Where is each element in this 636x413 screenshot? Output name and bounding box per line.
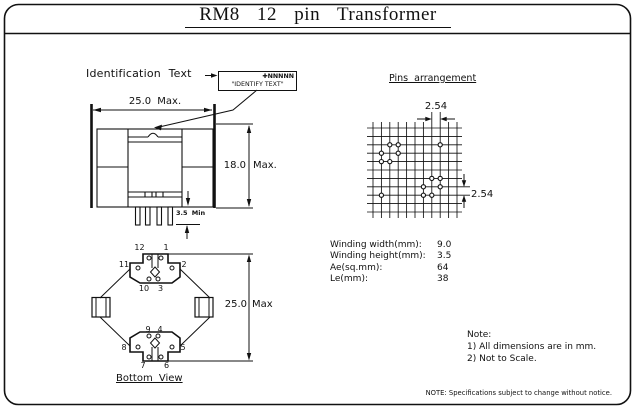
front-height-dimension-unit: Max. (253, 160, 277, 171)
spec-value: 9.0 (437, 240, 452, 250)
note-heading: Note: (467, 330, 492, 340)
pin-length-dimension: 3.5 Min (176, 209, 206, 217)
spec-label: Ae(sq.mm): (330, 262, 383, 273)
pin-grid-arrowheads (425, 116, 467, 202)
pin-number-4: 4 (157, 325, 163, 334)
identification-box: ✚NNNNN "IDENTIFY TEXT" (218, 71, 297, 91)
pin-grid-dots (378, 142, 443, 198)
page-title: RM8 12 pin Transformer (185, 4, 451, 28)
pin-number-9: 9 (145, 325, 151, 334)
identification-arrowhead (211, 73, 218, 78)
winding-specifications: Winding width(mm): 9.0 Winding height(mm… (330, 240, 470, 285)
bottom-view-label: Bottom View (116, 373, 183, 384)
spec-value: 3.5 (437, 251, 452, 262)
front-view-dimensions (93, 109, 253, 239)
spec-row: Ae(sq.mm): 64 (330, 263, 470, 274)
title-bar: RM8 12 pin Transformer (0, 4, 636, 28)
bottom-view-arrowheads (246, 254, 252, 361)
identification-box-logo-line: ✚NNNNN (262, 73, 294, 80)
pin-number-5: 5 (180, 343, 186, 352)
bottom-view-keyholes (149, 266, 161, 349)
vertical-pitch-dimension: 2.54 (471, 189, 494, 200)
front-width-dimension: 25.0 Max. (128, 96, 182, 107)
pin-number-2: 2 (181, 260, 187, 269)
identification-label: Identification Text (86, 67, 192, 80)
spec-row: Le(mm): 38 (330, 274, 470, 285)
pin-number-10: 10 (138, 284, 150, 293)
pin-number-7: 7 (140, 361, 146, 370)
spec-label: Winding height(mm): (330, 251, 426, 262)
note-item: 1) All dimensions are in mm. (467, 341, 597, 352)
spec-row: Winding width(mm): 9.0 (330, 240, 470, 251)
pin-number-11: 11 (118, 260, 130, 269)
spec-value: 64 (437, 262, 449, 273)
bottom-view-dimension-unit: Max (252, 299, 273, 310)
horizontal-pitch-dimension: 2.54 (424, 101, 448, 112)
pin-number-12: 12 (134, 243, 145, 252)
spec-row: Winding height(mm): 3.5 (330, 251, 470, 262)
pin-number-6: 6 (163, 361, 170, 370)
spec-label: Le(mm): (330, 273, 368, 284)
leader-arrowhead (154, 124, 162, 131)
footer-note: NOTE: Specifications subject to change w… (425, 389, 612, 397)
identification-box-text-line: "IDENTIFY TEXT" (231, 81, 284, 88)
front-height-dimension-value: 18.0 (223, 160, 246, 171)
pin-number-3: 3 (157, 284, 164, 293)
bottom-view-dimension-value: 25.0 (224, 299, 247, 310)
pin-number-1: 1 (163, 243, 169, 252)
pins-arrangement-heading: Pins arrangement (389, 73, 477, 84)
bottom-view-pin-dots (135, 255, 175, 360)
bottom-view (91, 253, 214, 362)
note-item: 2) Not to Scale. (467, 353, 537, 364)
pin-grid-dimensions (417, 118, 465, 208)
note-block: Note: 1) All dimensions are in mm. 2) No… (467, 330, 596, 365)
pin-number-8: 8 (121, 343, 127, 352)
pin-grid (367, 112, 470, 218)
front-view-extension-bars (90, 104, 216, 208)
spec-value: 38 (437, 273, 449, 284)
spec-label: Winding width(mm): (330, 240, 422, 250)
